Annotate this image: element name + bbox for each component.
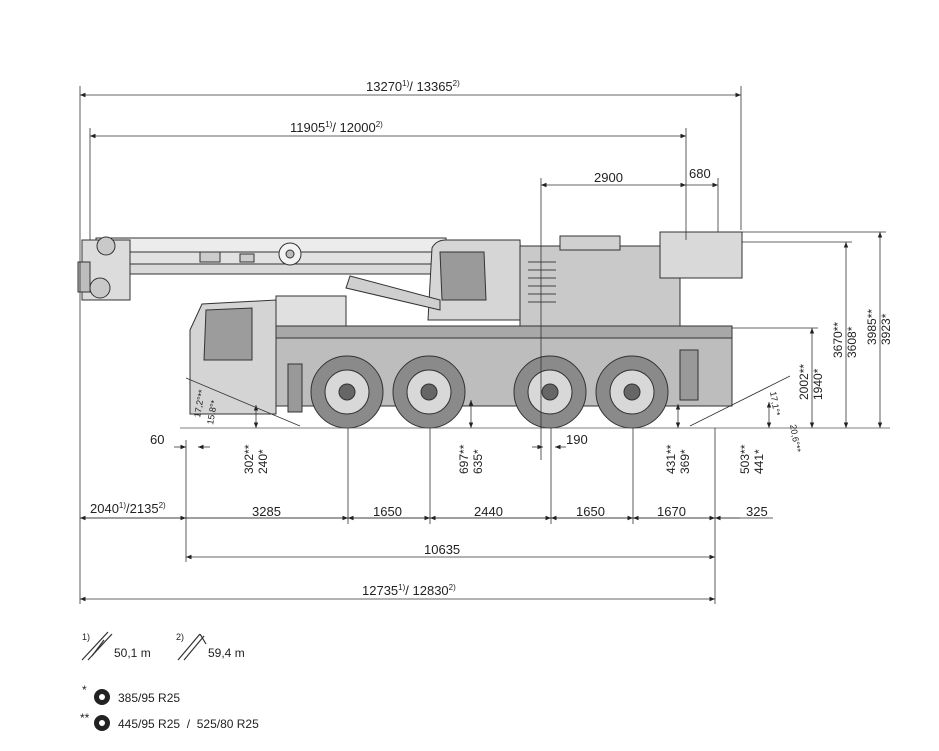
axle-spacing-2: 1650 — [373, 504, 402, 519]
wheel-axle-3 — [513, 355, 587, 429]
height-label-3608: 3608* — [845, 326, 859, 358]
front-angle-label-a: 17,2°** — [192, 388, 207, 418]
axle-spacing-1: 3285 — [252, 504, 281, 519]
rear-angle-label-b: 17,1°* — [768, 391, 782, 417]
boom-length-label: 119051)/ 120002) — [290, 120, 383, 135]
axle-spacing-4: 1650 — [576, 504, 605, 519]
rear-angle-label-a: 20,6°** — [788, 424, 803, 454]
wheels — [310, 355, 669, 429]
counterweight-length-label: 680 — [689, 166, 711, 181]
tyre2-icon — [94, 715, 110, 731]
wheel-axle-4 — [595, 355, 669, 429]
front-angle-label-b: 15,8°* — [205, 399, 219, 425]
boom1-icon — [81, 631, 113, 661]
boom2-icon — [177, 633, 207, 661]
mid-offset-label: 190 — [566, 432, 588, 447]
tyre1-icon — [94, 689, 110, 705]
clearance-label-697: 697** — [457, 444, 471, 474]
height-label-1940: 1940* — [811, 368, 825, 400]
clearance-label-369: 369* — [678, 449, 692, 474]
front-offset-label: 60 — [150, 432, 164, 447]
wheel-axle-2 — [392, 355, 466, 429]
legend-boom1-label: 50,1 m — [114, 646, 151, 660]
height-label-2002: 2002** — [797, 364, 811, 400]
counterweight — [659, 231, 743, 279]
height-label-3670: 3670** — [831, 322, 845, 358]
legend-tyre1-label: 385/95 R25 — [118, 691, 180, 705]
superstructure — [519, 245, 681, 329]
legend-boom1-mark: 1) — [82, 632, 90, 642]
overall-length-label: 132701)/ 133652) — [366, 79, 460, 94]
dimension-labels: 132701)/ 133652) 119051)/ 120002) 2900 6… — [90, 79, 893, 598]
total-length-label: 127351)/ 128302) — [362, 583, 456, 598]
legend-tyre2-label: 445/95 R25 / 525/80 R25 — [118, 717, 259, 731]
crane-illustration — [77, 231, 743, 429]
front-overhang-label: 20401)/21352) — [90, 501, 166, 516]
legend-tyre1-mark: * — [82, 683, 87, 697]
clearance-label-302: 302** — [242, 444, 256, 474]
wheelbase-total-label: 10635 — [424, 542, 460, 557]
axle-spacing-5: 1670 — [657, 504, 686, 519]
clearance-label-635: 635* — [471, 449, 485, 474]
rear-overhang-label: 325 — [746, 504, 768, 519]
height-label-3985: 3985** — [865, 309, 879, 345]
clearance-label-441: 441* — [752, 449, 766, 474]
legend-boom2-mark: 2) — [176, 632, 184, 642]
clearance-label-503: 503** — [738, 444, 752, 474]
height-label-3923: 3923* — [879, 313, 893, 345]
telescopic-boom — [95, 237, 447, 275]
superstructure-length-label: 2900 — [594, 170, 623, 185]
legend-tyre2-mark: ** — [80, 711, 90, 725]
legend-boom2-label: 59,4 m — [208, 646, 245, 660]
legend: 1) 50,1 m 2) 59,4 m * 385/95 R25 ** 445/… — [80, 631, 259, 731]
dimension-lines — [79, 86, 886, 604]
boom-head — [77, 236, 131, 301]
clearance-label-431: 431** — [664, 444, 678, 474]
clearance-label-240: 240* — [256, 449, 270, 474]
wheel-axle-1 — [310, 355, 384, 429]
axle-spacing-3: 2440 — [474, 504, 503, 519]
